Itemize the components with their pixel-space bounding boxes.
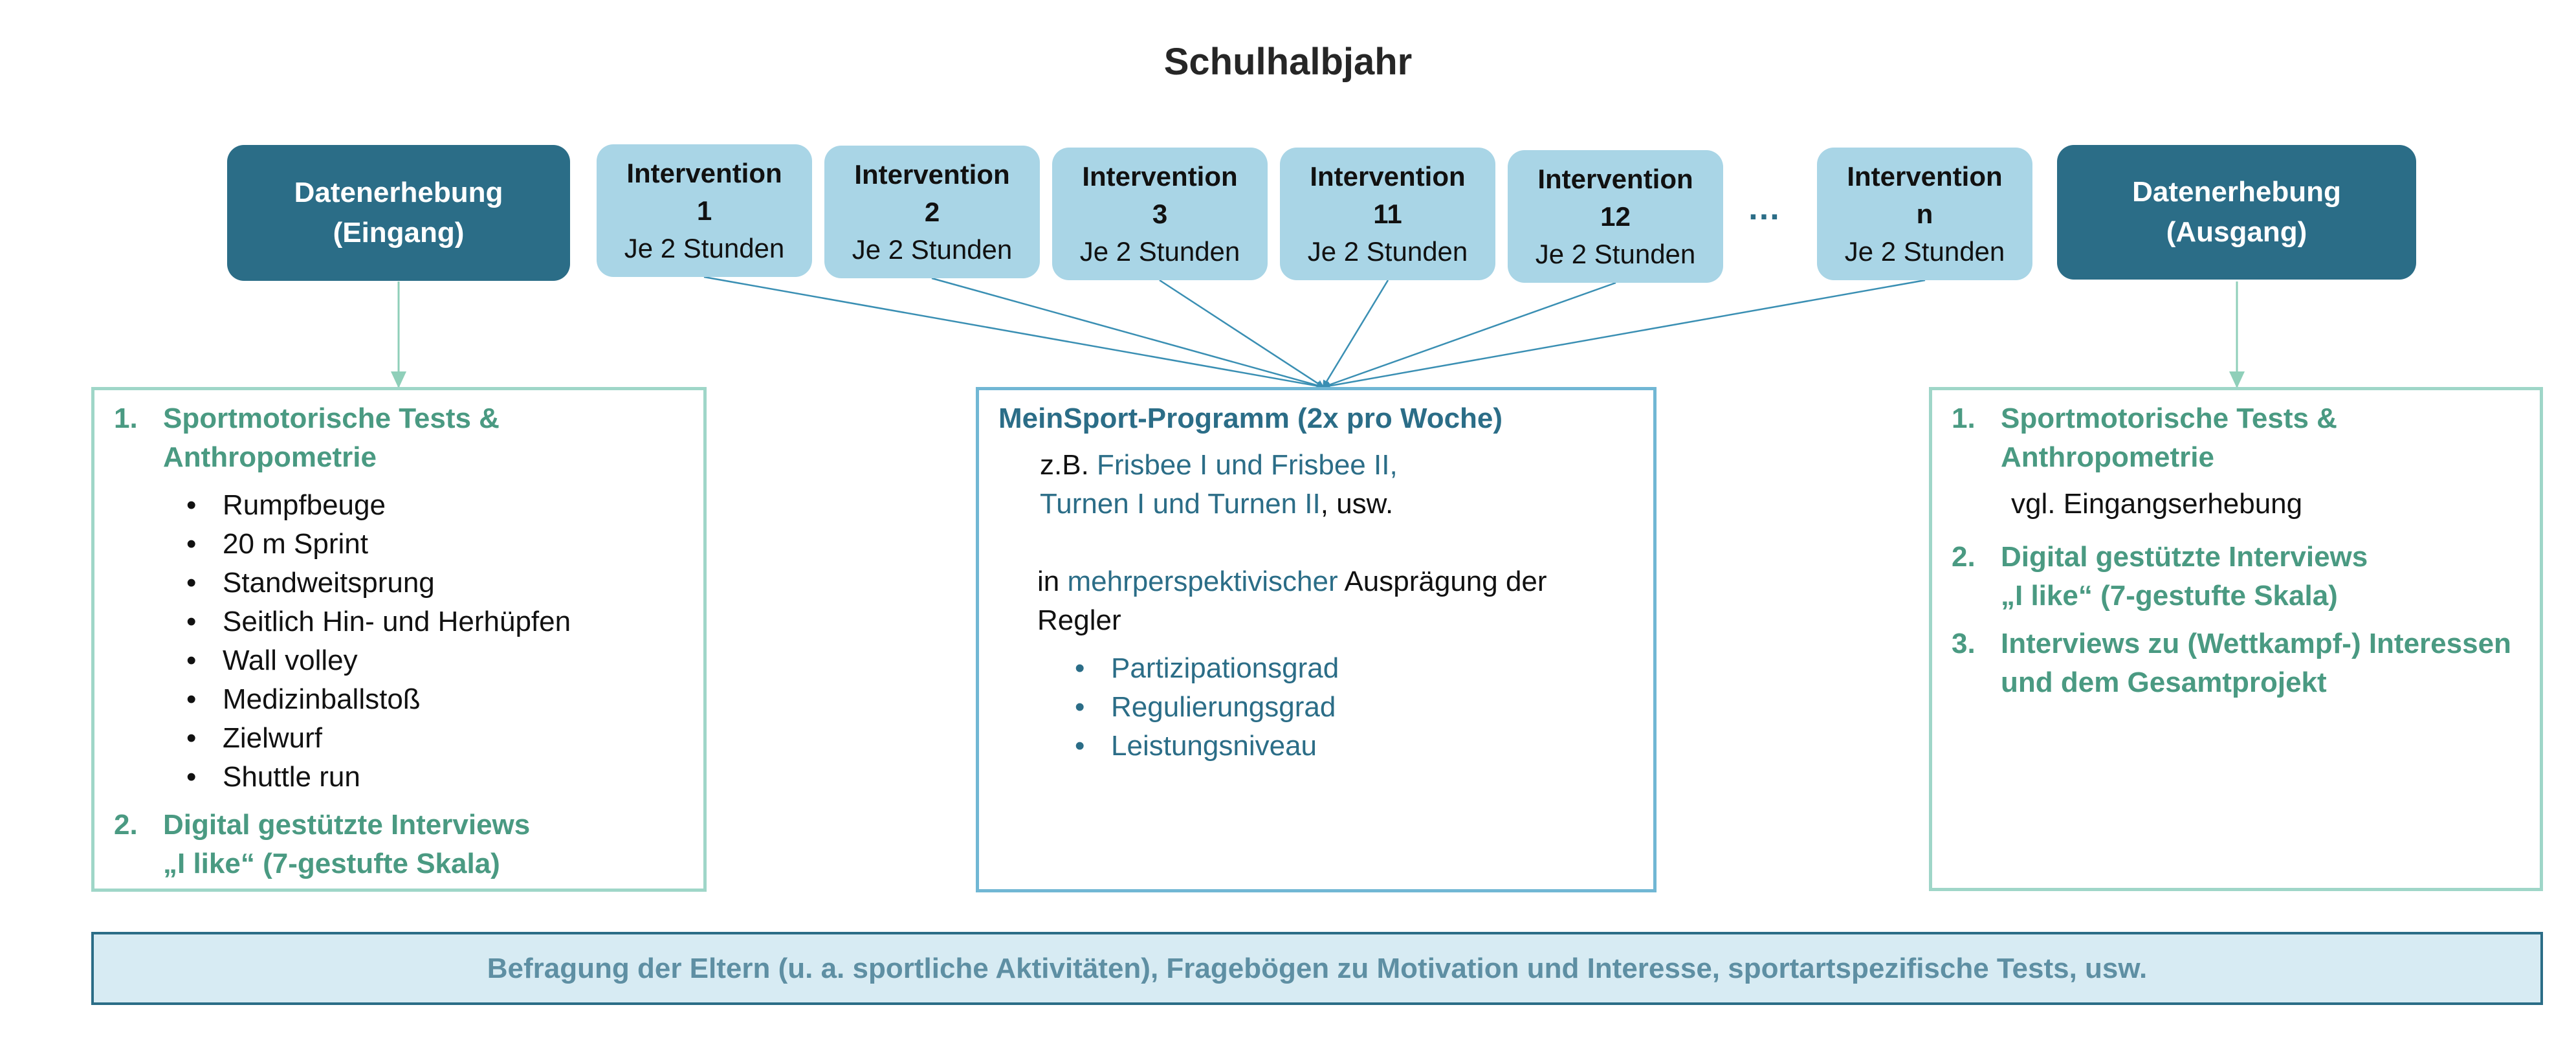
compare-note: vgl. Eingangserhebung xyxy=(2011,488,2303,520)
item-line: „I like“ (7-gestufte Skala) xyxy=(2001,580,2338,612)
list-item: 20 m Sprint xyxy=(186,525,703,564)
item-number: 1. xyxy=(1952,403,1976,434)
entry-measures-panel: 1. Sportmotorische Tests & Anthropometri… xyxy=(91,387,707,892)
left-item-1: 1. Sportmotorische Tests & Anthropometri… xyxy=(114,399,703,477)
intervention-label: Intervention xyxy=(1310,160,1466,192)
right-item-3: 3. Interviews zu (Wettkampf-) Interessen… xyxy=(1952,624,2540,702)
list-item: Seitlich Hin- und Herhüpfen xyxy=(186,602,703,641)
item-text: Interviews zu (Wettkampf-) Interessen un… xyxy=(2001,624,2511,702)
regulator-list: Partizipationsgrad Regulierungsgrad Leis… xyxy=(1075,649,1653,766)
example-prefix: z.B. xyxy=(1040,449,1089,481)
item-line: Anthropometrie xyxy=(163,441,377,473)
arrow-intervention-11 xyxy=(1322,280,1389,388)
footer-banner: Befragung der Eltern (u. a. sportliche A… xyxy=(91,932,2543,1005)
item-number: 2. xyxy=(114,809,138,841)
intervention-number: 3 xyxy=(1152,198,1168,229)
intervention-duration: Je 2 Stunden xyxy=(1307,236,1468,267)
arrow-intervention-2 xyxy=(931,277,1325,390)
intervention-ellipsis: … xyxy=(1747,190,1781,227)
intervention-duration: Je 2 Stunden xyxy=(852,234,1013,265)
list-item: Wall volley xyxy=(186,641,703,680)
item-line: und dem Gesamtprojekt xyxy=(2001,667,2327,698)
right-item-2: 2. Digital gestützte Interviews „I like“… xyxy=(1952,538,2540,615)
perspective-highlight: mehrperspektivischer xyxy=(1067,566,1338,597)
right-item-1: 1. Sportmotorische Tests & Anthropometri… xyxy=(1952,399,2540,477)
entry-box-line1: Datenerhebung xyxy=(294,177,503,208)
list-item: Leistungsniveau xyxy=(1075,727,1653,766)
left-item-2: 2. Digital gestützte Interviews „I like“… xyxy=(114,806,703,883)
list-item: Rumpfbeuge xyxy=(186,486,703,525)
perspective-rest: Ausprägung der xyxy=(1344,566,1547,597)
arrow-intervention-n xyxy=(1322,279,1926,390)
example-suffix: , usw. xyxy=(1320,488,1394,520)
exit-box-line1: Datenerhebung xyxy=(2132,176,2341,208)
list-item: Medizinballstoß xyxy=(186,680,703,719)
item-number: 2. xyxy=(1952,541,1976,573)
intervention-number: 11 xyxy=(1373,198,1402,229)
sport-tests-list: Rumpfbeuge 20 m Sprint Standweitsprung S… xyxy=(186,486,703,797)
intervention-label: Intervention xyxy=(854,159,1010,190)
item-line: Sportmotorische Tests & xyxy=(163,403,500,434)
intervention-label: Intervention xyxy=(1537,163,1693,194)
intervention-label: Intervention xyxy=(1082,160,1238,192)
item-line: Anthropometrie xyxy=(2001,441,2214,473)
footer-text: Befragung der Eltern (u. a. sportliche A… xyxy=(487,952,2148,984)
item-line: Interviews zu (Wettkampf-) Interessen xyxy=(2001,628,2511,659)
item-number: 1. xyxy=(114,403,138,434)
intervention-number: 2 xyxy=(924,196,940,227)
list-item: Regulierungsgrad xyxy=(1075,688,1653,727)
exit-data-collection-box: Datenerhebung (Ausgang) xyxy=(2057,145,2416,280)
exit-box-line2: (Ausgang) xyxy=(2166,216,2307,248)
perspective-prefix: in xyxy=(1037,566,1060,597)
program-heading: MeinSport-Programm (2x pro Woche) xyxy=(998,403,1503,434)
intervention-number: n xyxy=(1916,198,1933,229)
intervention-duration: Je 2 Stunden xyxy=(1535,238,1696,269)
item-text: Sportmotorische Tests & Anthropometrie xyxy=(2001,399,2337,477)
diagram-title: Schulhalbjahr xyxy=(1163,41,1413,83)
intervention-duration: Je 2 Stunden xyxy=(1079,236,1240,267)
program-example: z.B. Frisbee I und Frisbee II, Turnen I … xyxy=(1040,446,1653,524)
example-sport-2: Turnen I und Turnen II xyxy=(1040,488,1321,520)
list-item: Standweitsprung xyxy=(186,564,703,602)
intervention-duration: Je 2 Stunden xyxy=(1844,236,2005,267)
arrow-intervention-3 xyxy=(1159,279,1325,388)
entry-data-collection-box: Datenerhebung (Eingang) xyxy=(227,145,570,281)
example-sport-1: Frisbee I und Frisbee II, xyxy=(1097,449,1398,481)
perspective-line2: Regler xyxy=(1037,604,1121,636)
intervention-label: Intervention xyxy=(626,157,782,188)
item-text: Sportmotorische Tests & Anthropometrie xyxy=(163,399,500,477)
intervention-label: Intervention xyxy=(1847,160,2003,192)
intervention-box-3: Intervention 3 Je 2 Stunden xyxy=(1052,148,1268,280)
intervention-box-1: Intervention 1 Je 2 Stunden xyxy=(597,144,812,277)
list-item: Shuttle run xyxy=(186,758,703,797)
item-line: „I like“ (7-gestufte Skala) xyxy=(163,848,500,879)
intervention-box-2: Intervention 2 Je 2 Stunden xyxy=(824,146,1040,278)
item-text: Digital gestützte Interviews „I like“ (7… xyxy=(163,806,530,883)
intervention-box-n: Intervention n Je 2 Stunden xyxy=(1817,148,2032,280)
program-panel: MeinSport-Programm (2x pro Woche) z.B. F… xyxy=(976,387,1657,892)
intervention-box-12: Intervention 12 Je 2 Stunden xyxy=(1508,150,1723,283)
intervention-duration: Je 2 Stunden xyxy=(624,232,785,263)
arrow-intervention-1 xyxy=(703,276,1325,390)
item-number: 3. xyxy=(1952,628,1976,659)
item-text: Digital gestützte Interviews „I like“ (7… xyxy=(2001,538,2368,615)
intervention-box-11: Intervention 11 Je 2 Stunden xyxy=(1280,148,1495,280)
exit-measures-panel: 1. Sportmotorische Tests & Anthropometri… xyxy=(1929,387,2543,891)
intervention-number: 12 xyxy=(1600,201,1631,232)
list-item: Partizipationsgrad xyxy=(1075,649,1653,688)
entry-box-line2: (Eingang) xyxy=(333,217,465,248)
arrow-intervention-12 xyxy=(1322,282,1616,389)
program-perspective: in mehrperspektivischer Ausprägung der R… xyxy=(1037,562,1653,640)
item-line: Digital gestützte Interviews xyxy=(163,809,531,841)
item-line: Digital gestützte Interviews xyxy=(2001,541,2368,573)
list-item: Zielwurf xyxy=(186,719,703,758)
item-line: Sportmotorische Tests & xyxy=(2001,403,2337,434)
intervention-number: 1 xyxy=(696,195,712,226)
